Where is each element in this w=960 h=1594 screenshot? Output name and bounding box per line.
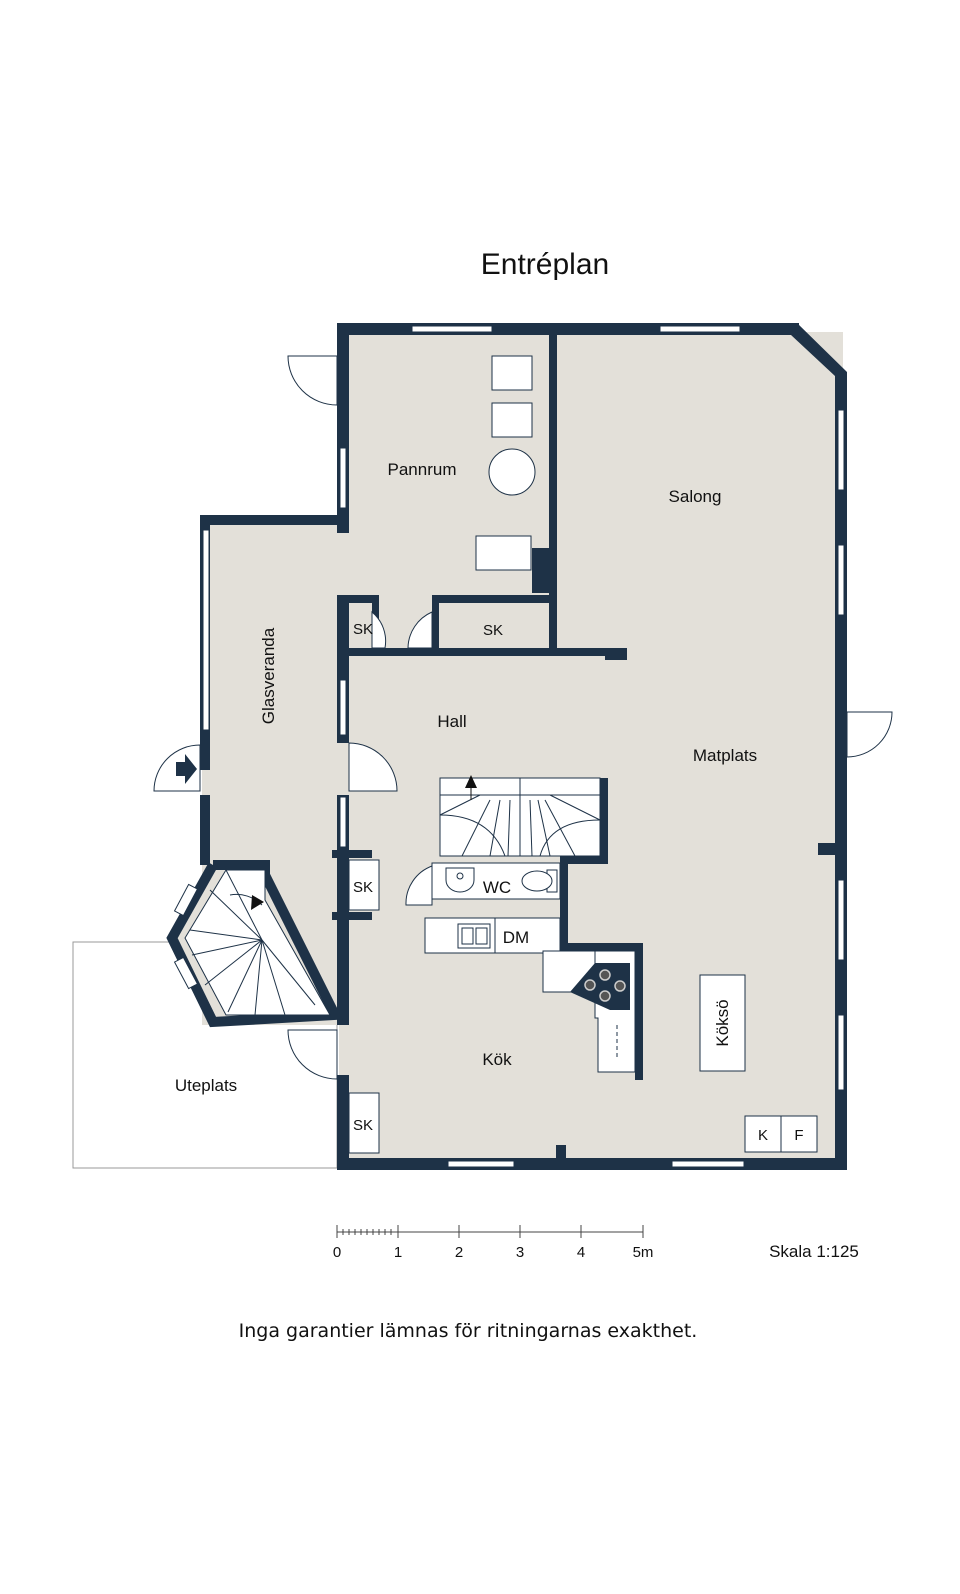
closet-label-sk-kok: SK	[353, 1117, 373, 1134]
kitchen-island	[699, 974, 746, 1072]
entry-arrow-icon	[176, 754, 197, 784]
scale-tick-1: 1	[394, 1244, 402, 1261]
room-label-matplats: Matplats	[693, 746, 757, 765]
kitchen-fixtures	[424, 917, 818, 1153]
wc-fixtures	[431, 862, 561, 900]
disclaimer: Inga garantier lämnas för ritningarnas e…	[239, 1320, 698, 1342]
doors	[153, 355, 893, 1080]
spiral-stair-arrow-icon	[251, 895, 264, 910]
closet-boxes	[348, 859, 380, 1154]
scale-tick-2: 2	[455, 1244, 463, 1261]
scale-tick-3: 3	[516, 1244, 524, 1261]
room-label-uteplats: Uteplats	[175, 1076, 237, 1095]
plan-title: Entréplan	[481, 248, 609, 281]
scale-bar: 0 1 2 3 4 5m	[333, 1225, 654, 1261]
room-label-koksö: Köksö	[713, 999, 732, 1046]
spiral-staircase	[184, 869, 331, 1016]
scale-tick-0: 0	[333, 1244, 341, 1261]
scale-tick-5m: 5m	[633, 1244, 654, 1261]
closet-label-sk-hall-left: SK	[353, 621, 373, 638]
scale-tick-4: 4	[577, 1244, 585, 1261]
windows	[173, 325, 845, 1168]
closet-label-k: K	[758, 1127, 768, 1144]
scale-label: Skala 1:125	[769, 1242, 859, 1261]
room-label-salong: Salong	[669, 487, 722, 506]
room-label-pannrum: Pannrum	[388, 460, 457, 479]
room-label-dm: DM	[503, 928, 529, 947]
room-label-wc: WC	[483, 878, 511, 897]
closet-label-f: F	[794, 1127, 803, 1144]
main-staircase	[439, 775, 601, 857]
closet-label-sk-hall-right: SK	[483, 622, 503, 639]
pannrum-fixtures	[475, 355, 536, 571]
room-label-kok: Kök	[482, 1050, 512, 1069]
closet-label-sk-veranda: SK	[353, 879, 373, 896]
room-label-glasveranda: Glasveranda	[259, 627, 278, 724]
room-label-hall: Hall	[437, 712, 466, 731]
stair-up-arrow-icon	[465, 775, 477, 788]
